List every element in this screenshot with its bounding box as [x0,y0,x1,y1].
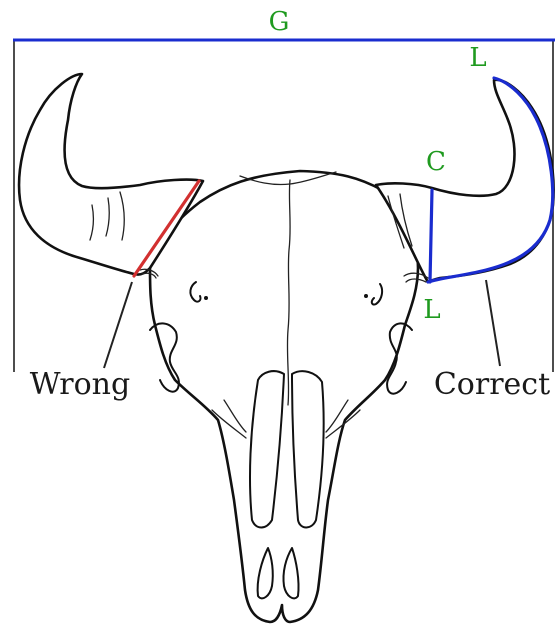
skull-body [150,171,418,622]
label-c: C [426,147,446,177]
correct-pointer [486,280,500,366]
label-g: G [269,7,290,37]
c-circumference-line [430,190,432,282]
right-eye-dot [364,294,368,298]
label-wrong: Wrong [30,367,130,402]
skull-outline [19,74,554,622]
wrong-pointer [104,282,132,368]
label-correct: Correct [434,367,550,402]
label-l-bottom: L [423,295,440,325]
label-l-top: L [469,43,486,73]
left-eye-dot [204,296,208,300]
